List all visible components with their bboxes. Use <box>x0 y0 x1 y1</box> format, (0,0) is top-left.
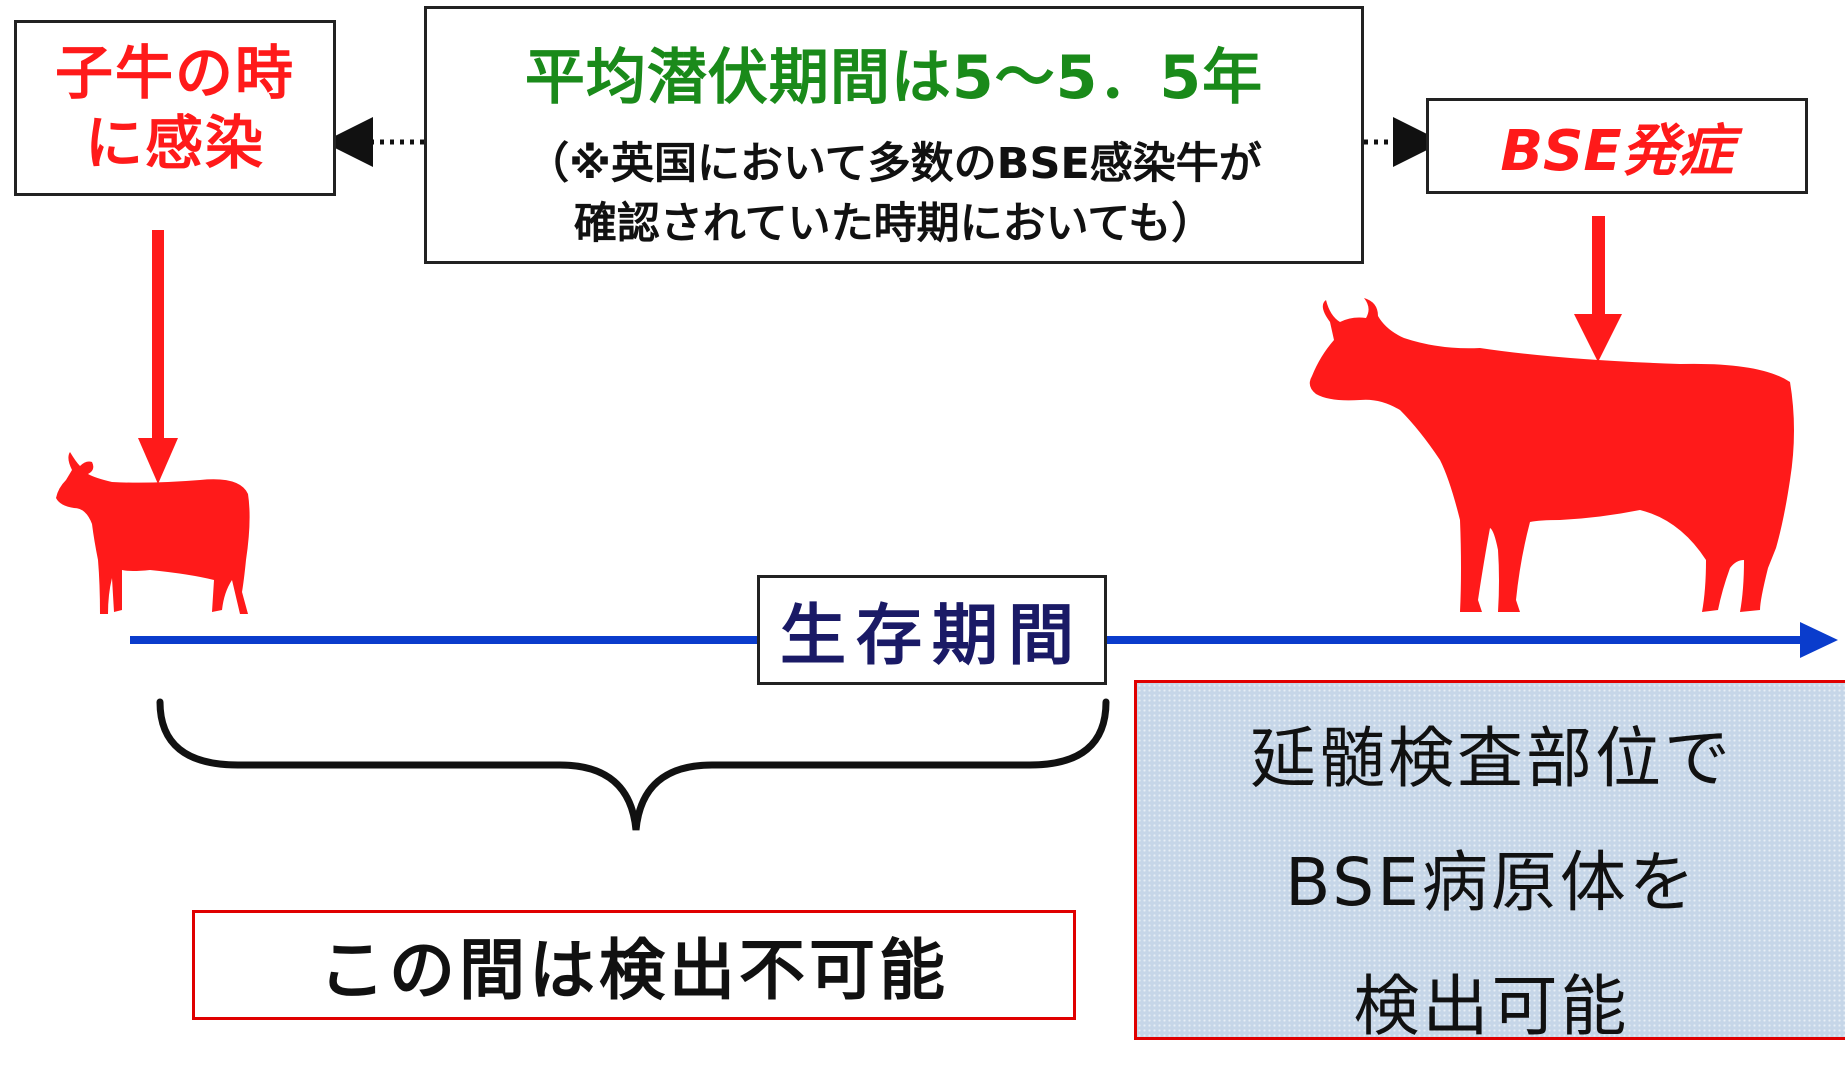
onset-label: BSE発症 <box>1500 118 1734 184</box>
onset-down-arrow <box>1574 216 1622 362</box>
calf-icon <box>56 452 250 614</box>
infection-line2: に感染 <box>84 109 265 177</box>
latency-note-line2: 確認されていた時期においても） <box>573 199 1215 249</box>
undetectable-box: この間は検出不可能 <box>192 910 1076 1020</box>
undetectable-label: この間は検出不可能 <box>319 932 949 1009</box>
adult-cow-icon <box>1309 298 1794 612</box>
detectable-line2: BSE病原体を <box>1285 844 1698 921</box>
undetectable-period-brace <box>156 698 1110 831</box>
onset-box: BSE発症 <box>1426 98 1808 194</box>
lifespan-label: 生存期間 <box>780 597 1084 674</box>
lifespan-box: 生存期間 <box>757 575 1107 685</box>
latency-box: 平均潜伏期間は5～5．5年 （※英国において多数のBSE感染牛が 確認されていた… <box>424 6 1364 264</box>
latency-note-line1: （※英国において多数のBSE感染牛が <box>526 139 1262 189</box>
detectable-box: 延髄検査部位で BSE病原体を 検出可能 <box>1134 680 1845 1045</box>
detectable-line1: 延髄検査部位で <box>1250 720 1733 797</box>
infection-box: 子牛の時 に感染 <box>14 20 336 196</box>
infection-line1: 子牛の時 <box>54 39 295 107</box>
infection-down-arrow <box>138 230 178 484</box>
detectable-line3: 検出可能 <box>1353 968 1630 1045</box>
latency-title: 平均潜伏期間は5～5．5年 <box>524 43 1264 113</box>
